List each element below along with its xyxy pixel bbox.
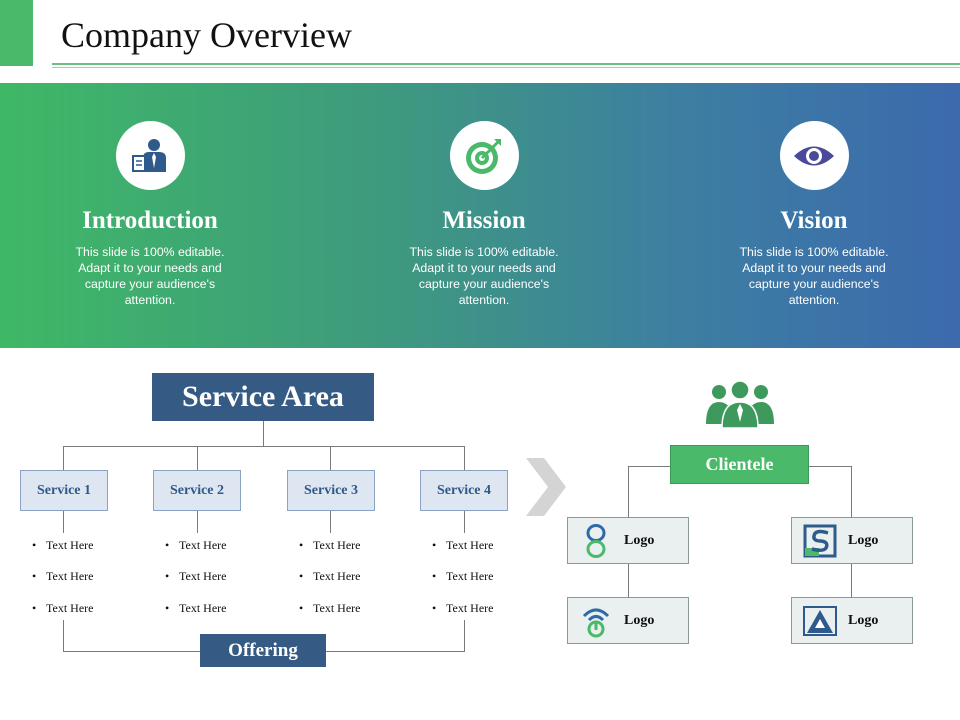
clientele-label: Clientele — [670, 445, 809, 484]
infinity-icon — [574, 518, 618, 563]
list-item: •Text Here — [32, 538, 94, 552]
s-square-icon — [798, 518, 842, 563]
connector-line — [464, 511, 465, 533]
connector-line — [63, 446, 64, 470]
connector-line — [330, 511, 331, 533]
list-item: •Text Here — [299, 538, 361, 552]
connector-line — [628, 466, 670, 467]
pillar-title: Mission — [442, 207, 526, 234]
pillar-text: This slide is 100% editable. Adapt it to… — [739, 245, 889, 307]
list-item: •Text Here — [432, 601, 494, 615]
connector-line — [63, 511, 64, 533]
title-accent-bar — [0, 0, 33, 66]
logo-label: Logo — [624, 612, 655, 628]
connector-line — [263, 421, 264, 447]
connector-line — [628, 466, 629, 517]
connector-line — [197, 511, 198, 533]
connector-line — [809, 466, 851, 467]
pillar-text: This slide is 100% editable. Adapt it to… — [409, 245, 559, 307]
group-people-icon — [704, 380, 776, 435]
connector-line — [197, 446, 198, 470]
service-box-1: Service 1 — [20, 470, 108, 511]
connector-line — [464, 620, 465, 652]
connector-line — [63, 446, 464, 447]
connector-line — [330, 446, 331, 470]
service-box-2: Service 2 — [153, 470, 241, 511]
connector-line — [325, 651, 465, 652]
slide-title: Company Overview — [61, 15, 352, 55]
logo-label: Logo — [848, 612, 879, 628]
offering-label: Offering — [200, 634, 326, 667]
list-item: •Text Here — [32, 601, 94, 615]
logo-box: Logo — [567, 517, 689, 564]
target-icon — [449, 121, 519, 190]
connector-line — [63, 651, 201, 652]
pillar-introduction: Introduction This slide is 100% editable… — [50, 121, 250, 308]
list-item: •Text Here — [432, 538, 494, 552]
connector-line — [628, 564, 629, 597]
service-box-4: Service 4 — [420, 470, 508, 511]
connector-line — [851, 564, 852, 597]
service-area-title: Service Area — [152, 373, 374, 421]
pillar-title: Introduction — [82, 207, 218, 234]
list-item: •Text Here — [165, 538, 227, 552]
list-item: •Text Here — [299, 601, 361, 615]
list-item: •Text Here — [299, 569, 361, 583]
logo-box: Logo — [567, 597, 689, 644]
logo-box: Logo — [791, 597, 913, 644]
pillar-mission: Mission This slide is 100% editable. Ada… — [384, 121, 584, 308]
logo-label: Logo — [624, 532, 655, 548]
pillar-vision: Vision This slide is 100% editable. Adap… — [714, 121, 914, 308]
connector-line — [63, 620, 64, 652]
eye-icon — [779, 121, 849, 190]
chevron-right-icon — [526, 458, 566, 521]
logo-box: Logo — [791, 517, 913, 564]
overview-banner: Introduction This slide is 100% editable… — [0, 83, 960, 348]
logo-label: Logo — [848, 532, 879, 548]
wifi-power-icon — [574, 598, 618, 643]
title-divider-thin — [52, 67, 960, 68]
list-item: •Text Here — [32, 569, 94, 583]
connector-line — [464, 446, 465, 470]
pillar-text: This slide is 100% editable. Adapt it to… — [75, 245, 225, 307]
title-divider — [52, 63, 960, 65]
pillar-title: Vision — [780, 207, 848, 234]
list-item: •Text Here — [165, 601, 227, 615]
list-item: •Text Here — [165, 569, 227, 583]
triangle-a-icon — [798, 598, 842, 643]
service-box-3: Service 3 — [287, 470, 375, 511]
connector-line — [851, 466, 852, 517]
list-item: •Text Here — [432, 569, 494, 583]
presenter-icon — [115, 121, 185, 190]
